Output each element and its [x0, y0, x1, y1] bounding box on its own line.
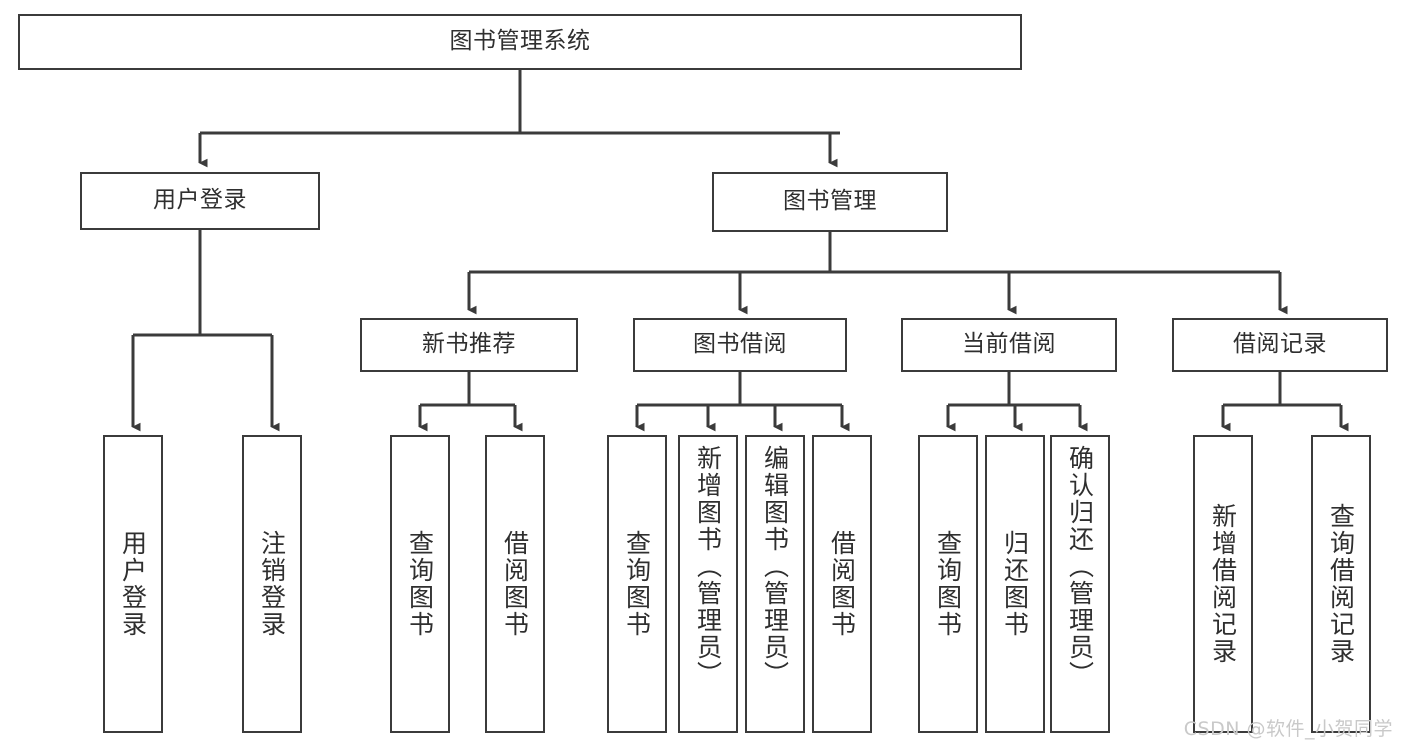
node-leaf-add-record[interactable]: 新增借阅记录 — [1193, 435, 1253, 733]
node-leaf-user-login-label: 用户登录 — [118, 530, 148, 638]
node-leaf-borrow-book-1[interactable]: 借阅图书 — [485, 435, 545, 733]
node-borrow-record[interactable]: 借阅记录 — [1172, 318, 1388, 372]
node-borrow-record-label: 借阅记录 — [1233, 331, 1327, 358]
node-leaf-query-record[interactable]: 查询借阅记录 — [1311, 435, 1371, 733]
node-book-manage-label: 图书管理 — [783, 188, 877, 215]
node-leaf-confirm-return-label: 确认归还（管理员） — [1065, 445, 1095, 688]
node-book-manage[interactable]: 图书管理 — [712, 172, 948, 232]
node-leaf-query-book-1[interactable]: 查询图书 — [390, 435, 450, 733]
node-book-borrow-label: 图书借阅 — [693, 331, 787, 358]
node-leaf-logout[interactable]: 注销登录 — [242, 435, 302, 733]
node-user-login[interactable]: 用户登录 — [80, 172, 320, 230]
node-leaf-query-book-2-label: 查询图书 — [622, 530, 652, 638]
node-book-borrow[interactable]: 图书借阅 — [633, 318, 847, 372]
node-leaf-add-record-label: 新增借阅记录 — [1208, 503, 1238, 665]
node-leaf-return-book-label: 归还图书 — [1000, 530, 1030, 638]
node-leaf-edit-book[interactable]: 编辑图书（管理员） — [745, 435, 805, 733]
node-leaf-borrow-book-1-label: 借阅图书 — [500, 530, 530, 638]
node-leaf-confirm-return[interactable]: 确认归还（管理员） — [1050, 435, 1110, 733]
node-new-book-rec-label: 新书推荐 — [422, 331, 516, 358]
node-leaf-user-login[interactable]: 用户登录 — [103, 435, 163, 733]
node-leaf-query-book-3[interactable]: 查询图书 — [918, 435, 978, 733]
node-root[interactable]: 图书管理系统 — [18, 14, 1022, 70]
node-current-borrow-label: 当前借阅 — [962, 331, 1056, 358]
node-leaf-borrow-book-2[interactable]: 借阅图书 — [812, 435, 872, 733]
node-new-book-rec[interactable]: 新书推荐 — [360, 318, 578, 372]
node-root-label: 图书管理系统 — [449, 28, 591, 55]
node-leaf-return-book[interactable]: 归还图书 — [985, 435, 1045, 733]
node-leaf-logout-label: 注销登录 — [257, 530, 287, 638]
node-leaf-query-book-3-label: 查询图书 — [933, 530, 963, 638]
node-leaf-query-book-2[interactable]: 查询图书 — [607, 435, 667, 733]
node-leaf-edit-book-label: 编辑图书（管理员） — [760, 445, 790, 688]
node-leaf-query-record-label: 查询借阅记录 — [1326, 503, 1356, 665]
node-user-login-label: 用户登录 — [153, 187, 247, 214]
node-leaf-add-book-label: 新增图书（管理员） — [693, 445, 723, 688]
node-leaf-query-book-1-label: 查询图书 — [405, 530, 435, 638]
node-leaf-borrow-book-2-label: 借阅图书 — [827, 530, 857, 638]
node-current-borrow[interactable]: 当前借阅 — [901, 318, 1117, 372]
node-leaf-add-book[interactable]: 新增图书（管理员） — [678, 435, 738, 733]
